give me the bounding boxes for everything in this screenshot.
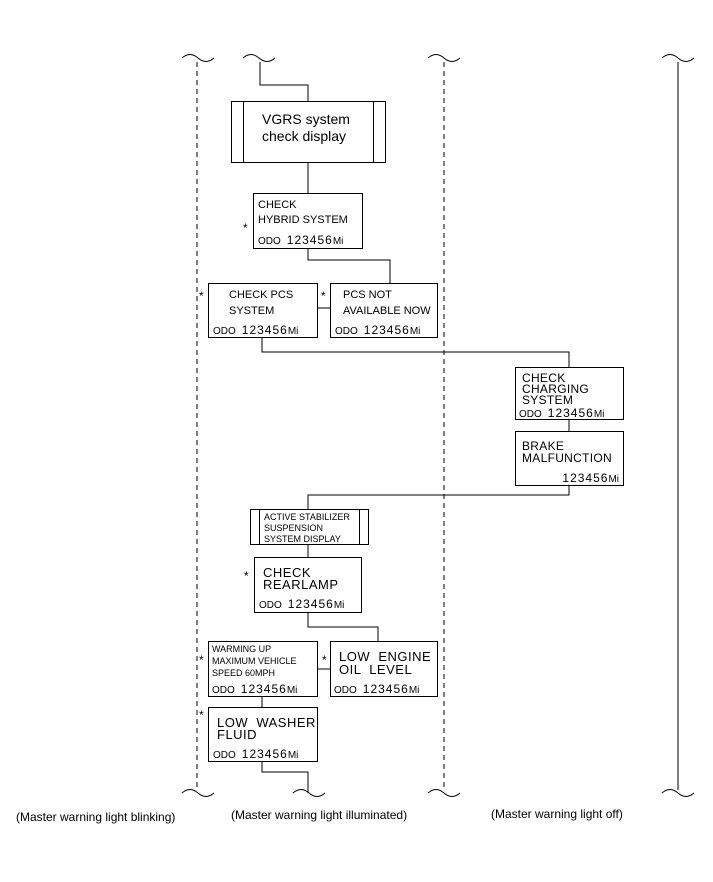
asterisk: * xyxy=(321,289,326,303)
pcs-na-line1: PCS NOT xyxy=(343,289,392,301)
break-mark xyxy=(242,54,276,62)
break-mark xyxy=(661,54,695,62)
column-label-illuminated: (Master warning light illuminated) xyxy=(231,808,408,822)
washer-line2: FLUID xyxy=(217,727,258,742)
oil-line2: OIL LEVEL xyxy=(339,662,413,677)
odometer-readout: 123456Mi xyxy=(562,471,619,485)
warming-line1: WARMING UP xyxy=(212,644,272,654)
brake-malfunction-box: BRAKE MALFUNCTION 123456Mi xyxy=(515,431,624,486)
active-line3: SYSTEM DISPLAY xyxy=(264,534,341,544)
asterisk: * xyxy=(199,708,204,722)
hybrid-line2: HYBRID SYSTEM xyxy=(258,214,348,226)
pcs-line2: SYSTEM xyxy=(229,305,275,317)
warming-up-box: WARMING UP MAXIMUM VEHICLE SPEED 60MPH O… xyxy=(208,641,318,697)
washer-line1: LOW WASHER xyxy=(217,715,316,730)
charging-line1: CHECK xyxy=(522,371,566,385)
column-label-off: (Master warning light off) xyxy=(491,807,623,821)
asterisk: * xyxy=(199,289,204,303)
hybrid-line1: CHECK xyxy=(258,199,297,211)
break-mark xyxy=(661,789,695,797)
asterisk: * xyxy=(199,653,204,667)
asterisk: * xyxy=(243,221,248,235)
brake-line2: MALFUNCTION xyxy=(522,451,612,465)
rearlamp-line2: REARLAMP xyxy=(263,577,339,592)
break-mark xyxy=(181,789,215,797)
pcs-na-line2: AVAILABLE NOW xyxy=(343,305,431,317)
warming-line2: MAXIMUM VEHICLE xyxy=(212,656,297,666)
vgrs-line2: check display xyxy=(262,128,347,144)
vgrs-check-display-box: VGRS system check display xyxy=(231,101,386,163)
charging-line3: SYSTEM xyxy=(522,393,574,407)
charging-line2: CHARGING xyxy=(522,382,590,396)
break-mark xyxy=(427,789,461,797)
asterisk: * xyxy=(244,569,249,583)
column-label-blinking: (Master warning light blinking) xyxy=(16,810,176,824)
active-line2: SUSPENSION xyxy=(264,523,324,533)
vgrs-line1: VGRS system xyxy=(262,111,350,127)
break-mark xyxy=(292,789,326,797)
active-stabilizer-display-box: ACTIVE STABILIZER SUSPENSION SYSTEM DISP… xyxy=(250,509,369,545)
break-mark xyxy=(181,54,215,62)
asterisk: * xyxy=(322,653,327,667)
oil-line1: LOW ENGINE xyxy=(339,649,432,664)
active-line1: ACTIVE STABILIZER xyxy=(264,512,350,522)
pcs-line1: CHECK PCS xyxy=(229,289,294,301)
rearlamp-line1: CHECK xyxy=(263,565,312,580)
break-mark xyxy=(427,54,461,62)
warming-line3: SPEED 60MPH xyxy=(212,668,276,678)
brake-line1: BRAKE xyxy=(522,439,565,453)
